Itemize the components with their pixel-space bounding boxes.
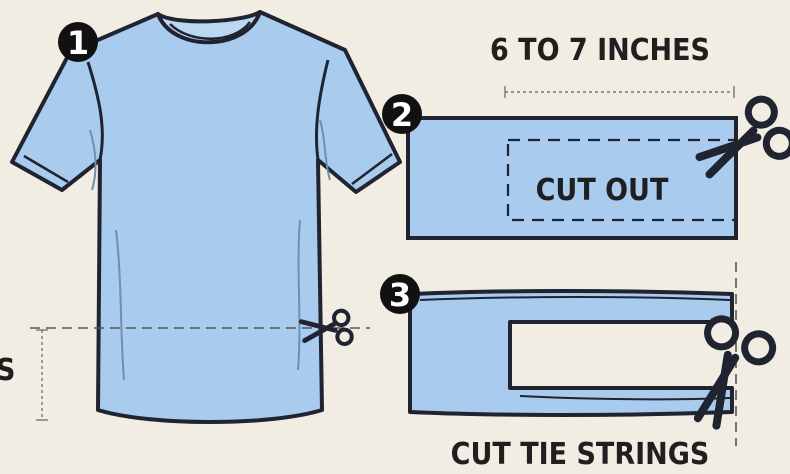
tshirt-illustration	[12, 12, 400, 422]
step-1-badge: 1	[58, 22, 98, 62]
tie-strings-label: CUT TIE STRINGS	[451, 437, 710, 472]
step-3-badge: 3	[380, 274, 420, 314]
svg-text:1: 1	[67, 24, 89, 62]
scissors-icon	[676, 315, 777, 435]
tshirt-body	[12, 12, 400, 422]
step-2-badge: 2	[382, 94, 422, 134]
svg-text:3: 3	[389, 276, 411, 314]
left-edge-label: S	[0, 353, 15, 388]
dimension-label: 6 TO 7 INCHES	[490, 33, 710, 68]
cut-out-label: CUT OUT	[536, 173, 669, 208]
svg-text:2: 2	[391, 96, 413, 134]
fabric-tie-strings	[410, 291, 732, 415]
